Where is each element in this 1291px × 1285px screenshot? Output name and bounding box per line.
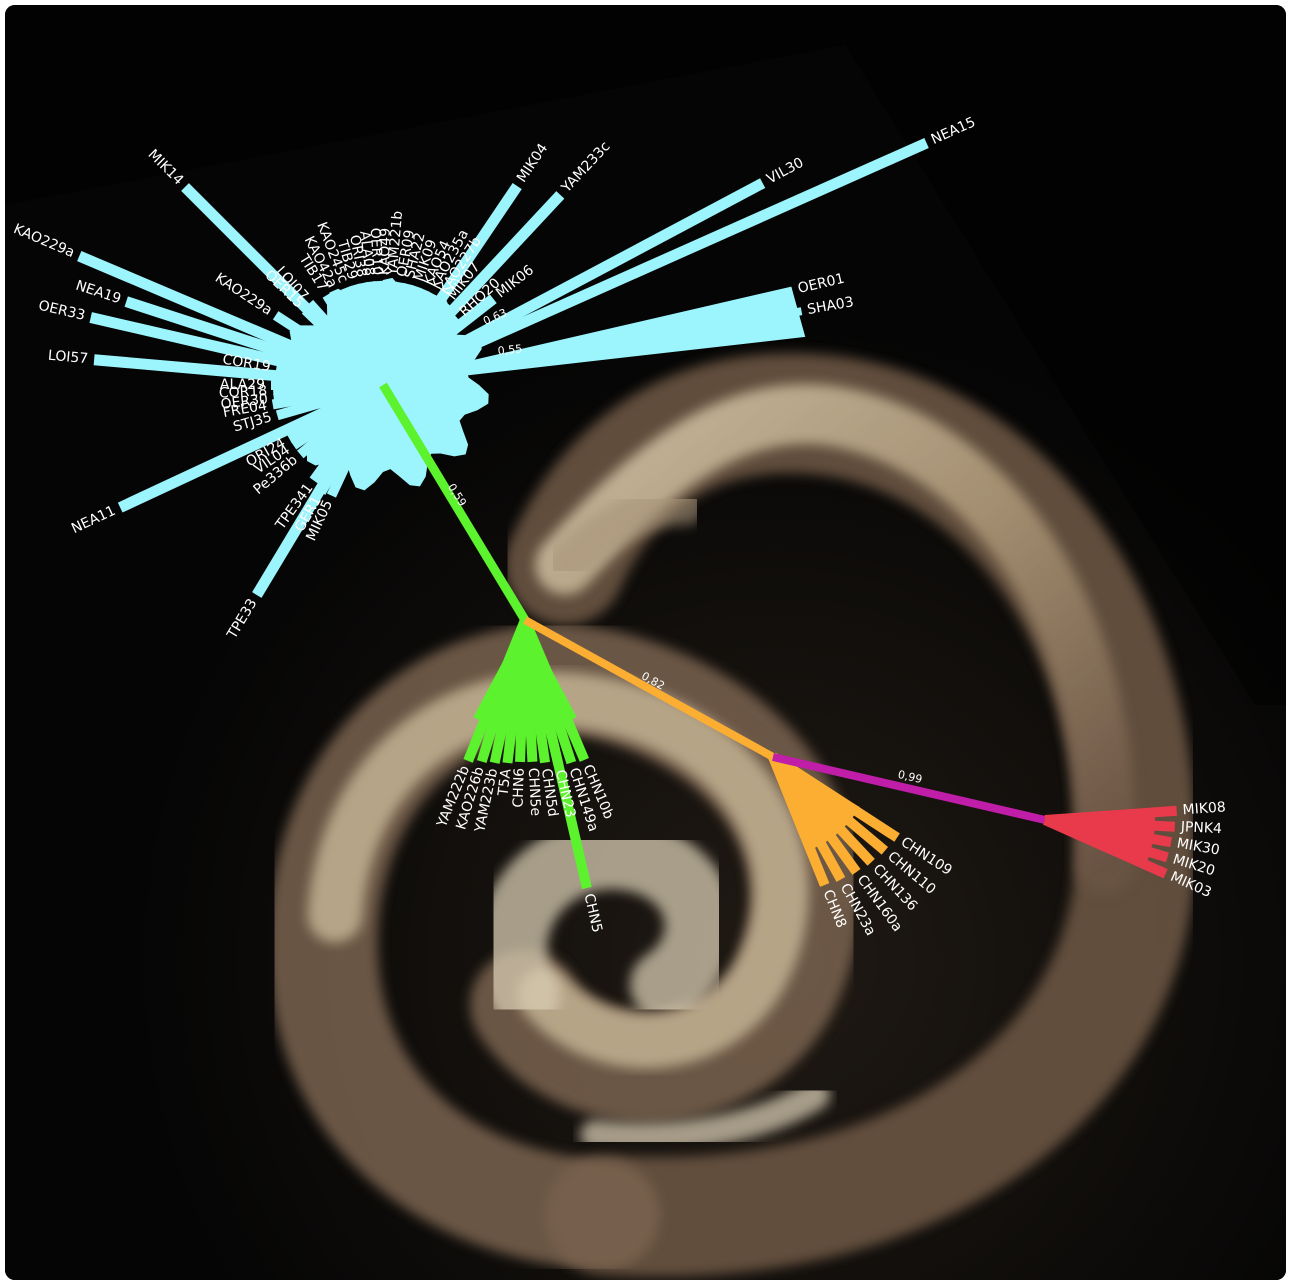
figure-frame: MIK14KAO229aNEA19OER33LOI57NEA11TPE33LOI… bbox=[5, 5, 1286, 1280]
red-tip-label: MIK08 bbox=[1182, 799, 1226, 818]
support-value-blue-outer: 0,55 bbox=[497, 342, 523, 357]
phylogenetic-tree: MIK14KAO229aNEA19OER33LOI57NEA11TPE33LOI… bbox=[5, 5, 1286, 1280]
red-tip-label: JPNK4 bbox=[1179, 819, 1222, 837]
